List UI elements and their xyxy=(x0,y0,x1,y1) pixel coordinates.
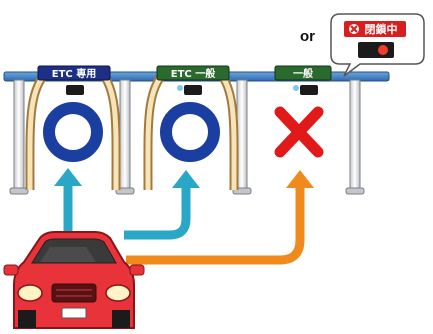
lane-3-closed-mark xyxy=(280,112,318,152)
lane-1-open-mark xyxy=(49,108,97,156)
lane-3-signal-light xyxy=(293,85,299,91)
closed-signal-light xyxy=(378,45,388,55)
lane-3-sign-label: 一般 xyxy=(293,67,313,80)
lane-2-open-mark xyxy=(166,108,214,156)
x-mark-icon xyxy=(349,24,359,34)
closed-signal-panel xyxy=(358,42,394,58)
arrow-to-lane-3 xyxy=(126,170,314,260)
lane-2-sign-label: ETC 一般 xyxy=(171,67,215,80)
lane-1-sign: ETC 専用 xyxy=(38,66,110,95)
closed-sign-callout: 閉鎖中 xyxy=(331,14,424,76)
lane-3-sign: 一般 xyxy=(275,66,331,95)
lane-2-signal-light xyxy=(177,85,183,91)
lane-1-sign-label: ETC 専用 xyxy=(52,67,96,80)
lane-2-sign: ETC 一般 xyxy=(157,66,229,95)
car-illustration xyxy=(4,232,144,328)
closed-sign-label: 閉鎖中 xyxy=(365,22,398,36)
or-connector: or xyxy=(300,28,315,45)
arrow-to-lane-1 xyxy=(54,168,82,232)
arrow-to-lane-2 xyxy=(124,170,200,235)
